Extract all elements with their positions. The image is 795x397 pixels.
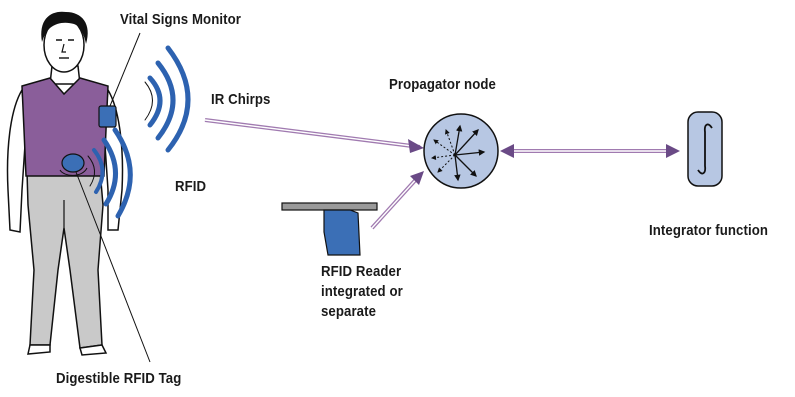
node-integrator-arrow	[500, 144, 680, 158]
digestible-rfid-tag	[61, 153, 85, 173]
propagator-node	[423, 113, 499, 189]
label-rfid-reader: RFID Reader integrated or separate	[321, 262, 403, 322]
rfid-reader-device	[281, 202, 378, 256]
patient-pants	[26, 169, 104, 349]
label-integrator-function: Integrator function	[649, 222, 769, 239]
label-rfid-reader-line-1: RFID Reader	[321, 263, 402, 280]
patient-figure	[6, 11, 124, 356]
label-rfid: RFID	[175, 178, 207, 195]
label-digestible-rfid-tag: Digestible RFID Tag	[56, 370, 182, 387]
patient-left-foot	[27, 344, 51, 355]
vital-signs-monitor-device	[98, 105, 117, 128]
patient-right-foot	[79, 344, 108, 356]
ir-chirp-waves	[144, 45, 191, 153]
rfid-reader-arrow	[370, 171, 424, 230]
integrator-box	[687, 111, 723, 187]
patient-left-arm	[6, 87, 27, 233]
vital-signs-leader-line	[109, 32, 141, 107]
rfid-waves	[87, 127, 133, 219]
label-ir-chirps: IR Chirps	[211, 91, 271, 108]
integral-icon	[697, 123, 713, 175]
rfid-tag-leader-line	[75, 171, 151, 363]
label-rfid-reader-line-2: integrated or	[321, 283, 403, 300]
patient-hair	[41, 11, 88, 45]
label-vital-signs-monitor: Vital Signs Monitor	[120, 11, 241, 28]
ir-arrow	[204, 118, 424, 153]
label-rfid-reader-line-3: separate	[321, 303, 377, 320]
label-propagator-node: Propagator node	[389, 76, 496, 93]
